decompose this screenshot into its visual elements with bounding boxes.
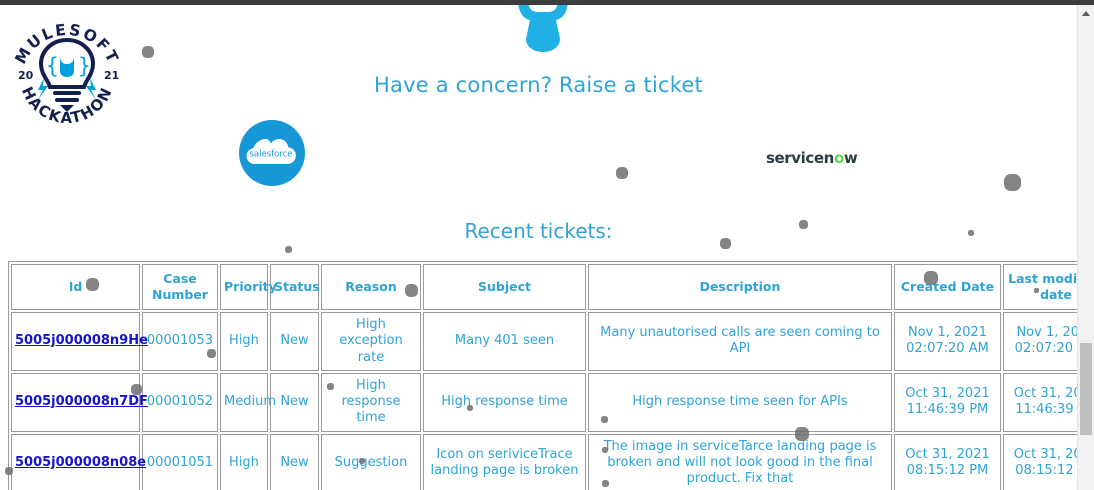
page-title: Have a concern? Raise a ticket <box>374 73 703 97</box>
cell-subject: Many 401 seen <box>423 312 586 371</box>
cell-id[interactable]: 5005j000008n9He <box>11 312 148 371</box>
mulesoft-hackathon-badge-icon: MULESOFT HACKATHON 20 21 { } <box>8 14 126 132</box>
svg-text:salesforce: salesforce <box>249 150 292 160</box>
cell-case-number: 00001053 <box>142 312 218 371</box>
vertical-scrollbar[interactable] <box>1077 5 1094 490</box>
table-row: 5005j000008n08e 00001051 High New Sugges… <box>11 433 1094 490</box>
cell-description: High response time seen for APIs <box>588 372 892 432</box>
cell-priority: High <box>220 312 268 371</box>
cell-status: New <box>270 433 319 490</box>
recent-tickets-table: Id Case Number Priority Status Reason Su… <box>8 261 1094 490</box>
servicenow-o-glyph: o <box>833 149 844 167</box>
column-header-description[interactable]: Description <box>588 264 892 310</box>
particle-dot <box>142 46 154 58</box>
particle-dot <box>284 245 292 253</box>
cell-description: Many unautorised calls are seen coming t… <box>588 312 892 371</box>
table-row: 5005j000008n9He 00001053 High New High e… <box>11 312 1094 371</box>
column-header-case-number[interactable]: Case Number <box>142 264 218 310</box>
cell-case-number: 00001052 <box>142 372 218 432</box>
scroll-up-arrow-icon[interactable] <box>1078 5 1094 22</box>
column-header-reason[interactable]: Reason <box>321 264 421 310</box>
cell-reason: Suggestion <box>321 433 421 490</box>
table-body: 5005j000008n9He 00001053 High New High e… <box>11 312 1094 490</box>
column-header-priority[interactable]: Priority <box>220 264 277 310</box>
cell-case-number: 00001051 <box>142 433 218 490</box>
ticket-id-link[interactable]: 5005j000008n7DF <box>15 394 148 409</box>
recent-tickets-container: Id Case Number Priority Status Reason Su… <box>8 261 1094 490</box>
table-row: 5005j000008n7DF 00001052 Medium New High… <box>11 372 1094 432</box>
cell-reason: High response time <box>321 372 421 432</box>
cell-priority: High <box>220 433 268 490</box>
cell-id[interactable]: 5005j000008n7DF <box>11 372 148 432</box>
scrollbar-thumb[interactable] <box>1080 343 1092 435</box>
cell-reason: High exception rate <box>321 312 421 371</box>
servicenow-logo: servicenow <box>766 149 858 169</box>
mulesoft-mule-head-icon <box>510 0 576 53</box>
servicenow-text-start: servicen <box>766 149 834 167</box>
svg-text:}: } <box>78 54 91 78</box>
servicenow-text-end: w <box>843 149 858 167</box>
cell-id[interactable]: 5005j000008n08e <box>11 433 146 490</box>
cell-priority: Medium <box>220 372 276 432</box>
particle-dot <box>616 167 628 179</box>
column-header-created-date[interactable]: Created Date <box>894 264 1001 310</box>
cell-subject: Icon on seriviceTrace landing page is br… <box>423 433 586 490</box>
table-header-row: Id Case Number Priority Status Reason Su… <box>11 264 1094 310</box>
cell-subject: High response time <box>423 372 586 432</box>
ticket-id-link[interactable]: 5005j000008n08e <box>15 454 147 470</box>
column-header-status[interactable]: Status <box>270 264 320 310</box>
particle-dot <box>1003 173 1021 191</box>
svg-text:{: { <box>46 54 59 78</box>
cell-status: New <box>270 372 319 432</box>
column-header-subject[interactable]: Subject <box>423 264 586 310</box>
cell-status: New <box>270 312 319 371</box>
svg-text:20: 20 <box>18 69 34 82</box>
recent-tickets-heading: Recent tickets: <box>464 219 613 243</box>
cell-created-date: Oct 31, 2021 11:46:39 PM <box>894 372 1001 432</box>
salesforce-logo: salesforce <box>239 120 305 186</box>
cell-created-date: Oct 31, 2021 08:15:12 PM <box>894 433 1001 490</box>
column-header-id[interactable]: Id <box>11 264 140 310</box>
svg-text:21: 21 <box>104 69 119 82</box>
cell-description: The image in serviceTarce landing page i… <box>588 433 892 490</box>
cell-created-date: Nov 1, 2021 02:07:20 AM <box>894 312 1001 371</box>
browser-top-chrome <box>0 0 1094 5</box>
ticket-id-link[interactable]: 5005j000008n9He <box>15 333 148 349</box>
svg-text:MULESOFT: MULESOFT <box>12 21 123 67</box>
